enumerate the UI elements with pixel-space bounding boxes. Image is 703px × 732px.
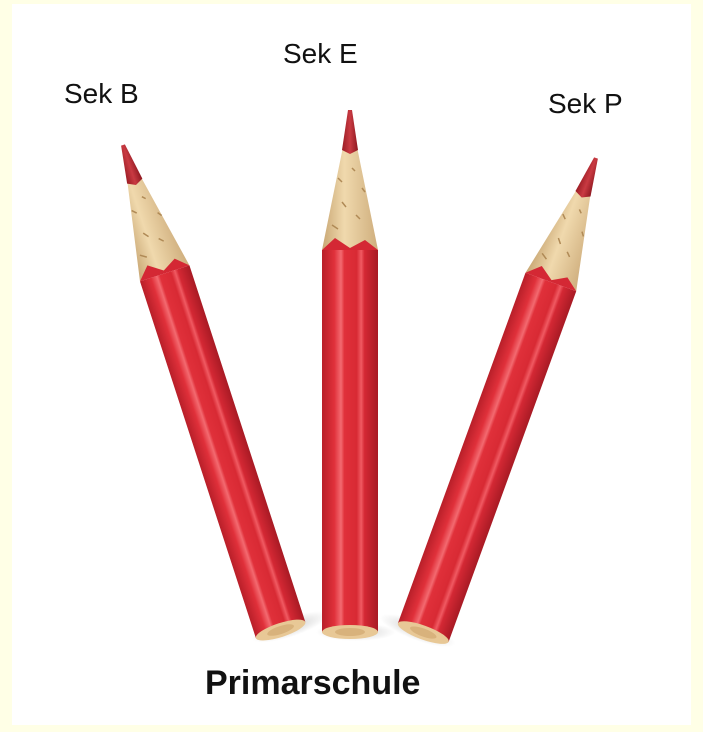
label-sek-e: Sek E xyxy=(283,38,358,70)
label-sek-b: Sek B xyxy=(64,78,139,110)
pencil-sek-b xyxy=(94,130,331,649)
label-primarschule: Primarschule xyxy=(205,664,420,703)
pencil-sek-p xyxy=(377,142,628,653)
pencil-sek-e xyxy=(316,110,396,641)
label-sek-p: Sek P xyxy=(548,88,623,120)
